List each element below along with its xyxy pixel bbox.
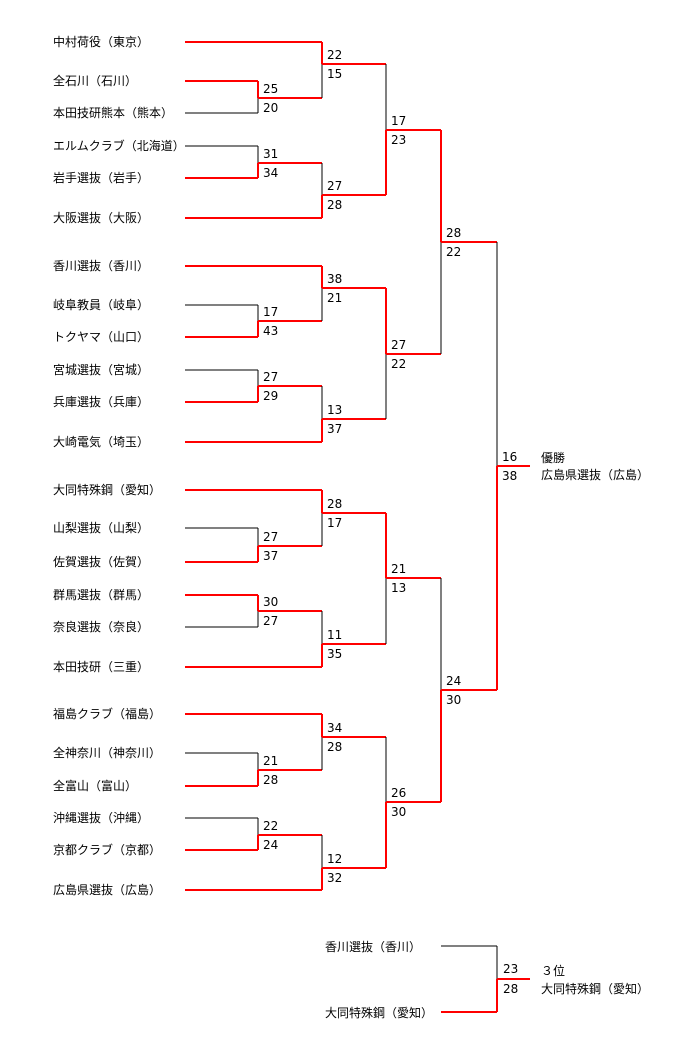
match-score-bottom: 20 <box>263 101 278 115</box>
match-score-top: 28 <box>446 226 461 240</box>
match-score-bottom: 23 <box>391 133 406 147</box>
team-name: 宮城選抜（宮城） <box>53 362 149 377</box>
team-name: 全富山（富山） <box>53 778 137 793</box>
match-score-top: 28 <box>327 497 342 511</box>
match-score-bottom: 22 <box>446 245 461 259</box>
match-score-top: 12 <box>327 852 342 866</box>
match-score-bottom: 34 <box>263 166 278 180</box>
match-score-top: 38 <box>327 272 342 286</box>
team-name: 全神奈川（神奈川） <box>53 745 161 760</box>
team-name: 岐阜教員（岐阜） <box>53 297 149 312</box>
team-name: 全石川（石川） <box>53 73 137 88</box>
match-score-bottom: 35 <box>327 647 342 661</box>
bracket-labels: 中村荷役（東京） 全石川（石川） 本田技研熊本（熊本） エルムクラブ（北海道） 岩手選抜… <box>53 34 517 897</box>
match-score-top: 22 <box>327 48 342 62</box>
team-name: 佐賀選抜（佐賀） <box>53 555 149 569</box>
match-score-top: 17 <box>391 114 406 128</box>
match-score-top: 27 <box>327 179 342 193</box>
match-score-top: 27 <box>263 530 278 544</box>
match-score-bottom: 30 <box>446 693 461 707</box>
match-score-top: 21 <box>263 754 278 768</box>
match-score-top: 22 <box>263 819 278 833</box>
match-score-bottom: 17 <box>327 516 342 530</box>
match-score-bottom: 27 <box>263 614 278 628</box>
match-score-top: 25 <box>263 82 278 96</box>
match-score-top: 27 <box>391 338 406 352</box>
match-score-top: 30 <box>263 595 278 609</box>
match-score-top: 16 <box>502 450 517 464</box>
team-name: 大崎電気（埼玉） <box>53 434 149 449</box>
third-place-score-bottom: 28 <box>503 982 518 996</box>
third-place-score-top: 23 <box>503 962 518 976</box>
team-name: 広島県選抜（広島） <box>53 882 161 897</box>
match-score-top: 11 <box>327 628 342 642</box>
match-score-bottom: 13 <box>391 581 406 595</box>
match-score-bottom: 37 <box>327 422 342 436</box>
team-name: 兵庫選抜（兵庫） <box>53 395 149 409</box>
team-name: 中村荷役（東京） <box>53 34 149 49</box>
third-place-team-1: 香川選抜（香川） <box>325 940 421 954</box>
team-name: 本田技研（三重） <box>53 660 149 674</box>
team-name: 奈良選抜（奈良） <box>53 619 149 634</box>
team-name: トクヤマ（山口） <box>53 330 149 344</box>
match-score-bottom: 38 <box>502 469 517 483</box>
match-score-bottom: 30 <box>391 805 406 819</box>
match-score-top: 24 <box>446 674 461 688</box>
champion-team: 広島県選抜（広島） <box>541 467 649 482</box>
team-name: 京都クラブ（京都） <box>53 842 161 857</box>
third-place-label: ３位 <box>541 963 565 978</box>
match-score-bottom: 21 <box>327 291 342 305</box>
match-score-top: 17 <box>263 305 278 319</box>
match-score-bottom: 28 <box>263 773 278 787</box>
team-name: 福島クラブ（福島） <box>53 706 161 721</box>
match-score-top: 21 <box>391 562 406 576</box>
match-score-top: 31 <box>263 147 278 161</box>
match-score-top: 34 <box>327 721 342 735</box>
team-name: 香川選抜（香川） <box>53 259 149 273</box>
match-score-bottom: 22 <box>391 357 406 371</box>
match-score-bottom: 32 <box>327 871 342 885</box>
team-name: 岩手選抜（岩手） <box>53 170 149 185</box>
match-score-top: 26 <box>391 786 406 800</box>
match-score-top: 13 <box>327 403 342 417</box>
match-score-top: 27 <box>263 370 278 384</box>
team-name: 大同特殊鋼（愛知） <box>53 482 161 497</box>
team-name: 群馬選抜（群馬） <box>53 588 149 602</box>
match-score-bottom: 15 <box>327 67 342 81</box>
bracket-lines <box>185 41 530 1013</box>
champion-label: 優勝 <box>541 450 565 465</box>
match-score-bottom: 28 <box>327 740 342 754</box>
match-score-bottom: 29 <box>263 389 278 403</box>
third-place-winner: 大同特殊鋼（愛知） <box>541 981 649 996</box>
match-score-bottom: 37 <box>263 549 278 563</box>
team-name: エルムクラブ（北海道） <box>53 138 185 153</box>
team-name: 大阪選抜（大阪） <box>53 211 149 225</box>
match-score-bottom: 24 <box>263 838 278 852</box>
match-score-bottom: 43 <box>263 324 278 338</box>
third-place-team-2: 大同特殊鋼（愛知） <box>325 1005 433 1020</box>
team-name: 沖縄選抜（沖縄） <box>53 810 149 825</box>
team-name: 本田技研熊本（熊本） <box>53 105 173 120</box>
team-name: 山梨選抜（山梨） <box>53 521 149 535</box>
match-score-bottom: 28 <box>327 198 342 212</box>
